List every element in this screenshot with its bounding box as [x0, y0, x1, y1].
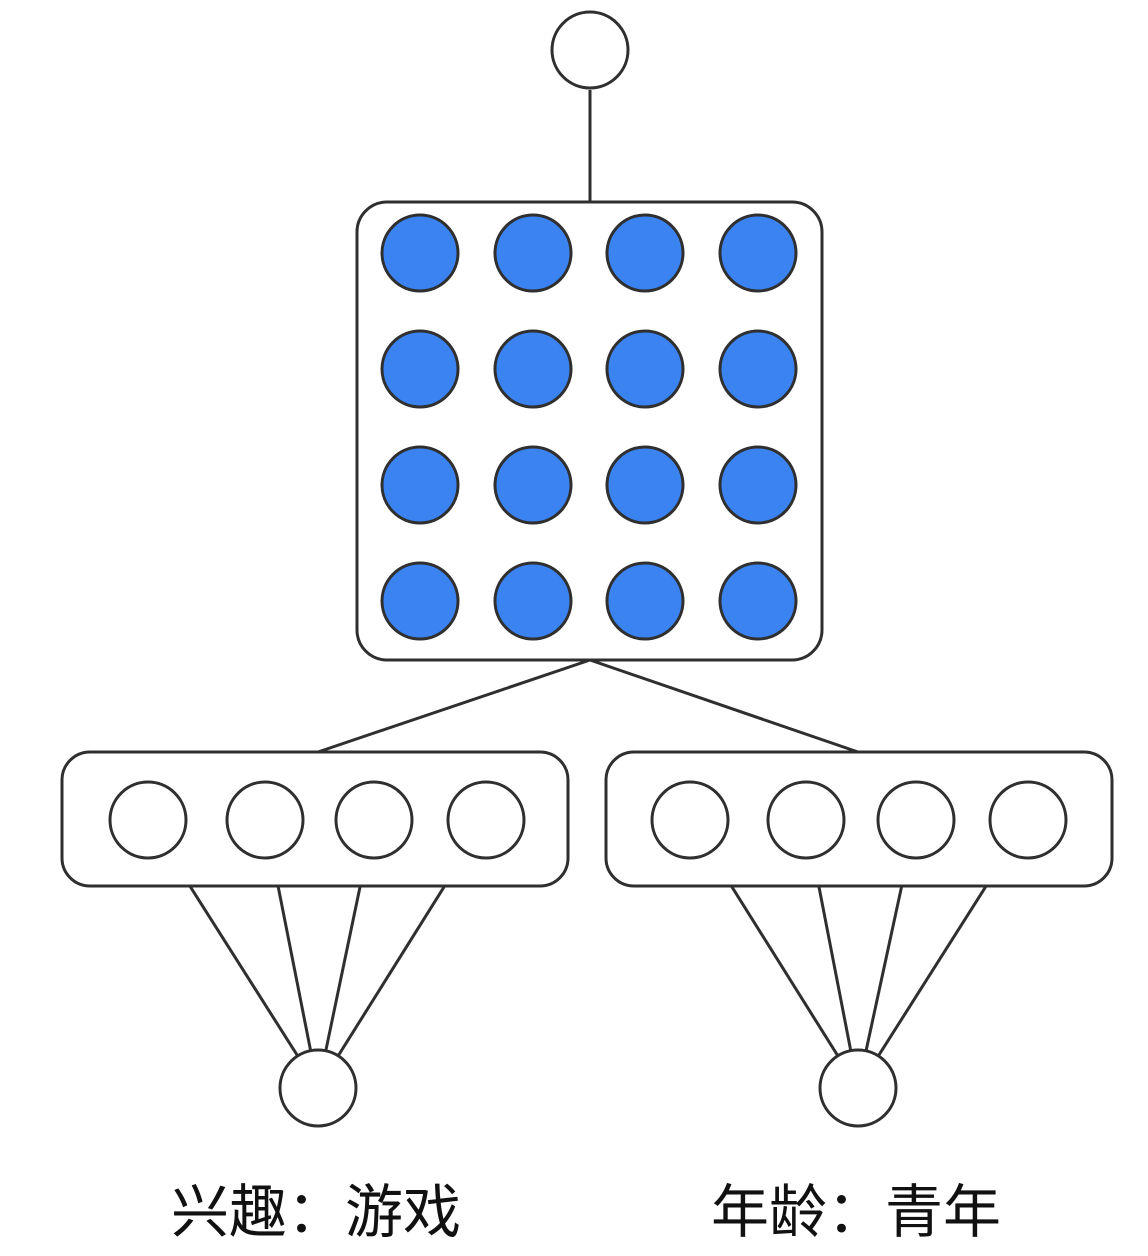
embedding-node: [380, 329, 460, 409]
age-feature-node: [766, 780, 846, 860]
age-feature-node: [988, 780, 1068, 860]
embedding-node: [493, 213, 573, 293]
age-input-node: [818, 1048, 898, 1128]
edge-embedding-to-interest: [317, 658, 591, 754]
interest-feature-box: [60, 750, 570, 888]
output-node: [550, 10, 630, 90]
interest-feature-node: [225, 780, 305, 860]
interest-feature-node: [446, 780, 526, 860]
embedding-node: [605, 561, 685, 641]
interest-input-node: [278, 1048, 358, 1128]
age-feature-box: [604, 750, 1114, 888]
embedding-node: [380, 445, 460, 525]
embedding-node: [718, 561, 798, 641]
age-feature-node: [876, 780, 956, 860]
embedding-node: [605, 329, 685, 409]
embedding-node: [718, 213, 798, 293]
embedding-node: [718, 445, 798, 525]
embedding-node: [718, 329, 798, 409]
interest-caption: 兴趣：游戏: [171, 1178, 461, 1246]
age-caption: 年龄：青年: [711, 1178, 1001, 1246]
edge-embedding-to-age: [589, 658, 859, 754]
embedding-node: [380, 561, 460, 641]
embedding-node-grid: [380, 213, 798, 641]
embedding-node: [605, 445, 685, 525]
embedding-node: [493, 329, 573, 409]
interest-feature-node: [334, 780, 414, 860]
embedding-box: [355, 200, 824, 662]
age-feature-node: [650, 780, 730, 860]
embedding-node: [493, 445, 573, 525]
embedding-node: [605, 213, 685, 293]
interest-feature-node: [108, 780, 188, 860]
embedding-node: [493, 561, 573, 641]
embedding-node: [380, 213, 460, 293]
